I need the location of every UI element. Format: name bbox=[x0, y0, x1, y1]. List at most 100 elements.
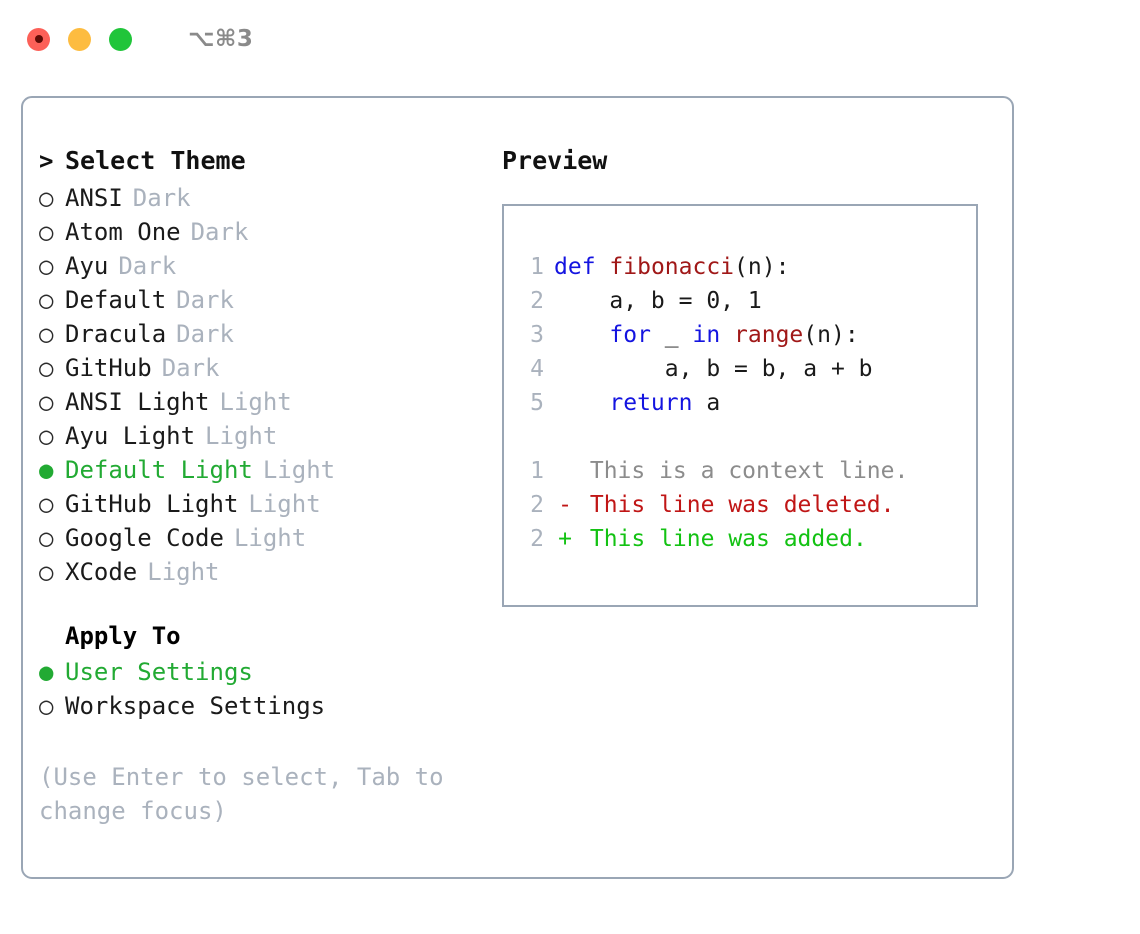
line-number: 2 bbox=[530, 526, 544, 552]
theme-list-item[interactable]: ○ Ayu Light Light bbox=[39, 422, 499, 456]
theme-category-tag: Light bbox=[262, 456, 336, 484]
line-number: 1 bbox=[530, 458, 544, 484]
line-number: 3 bbox=[530, 322, 544, 348]
line-number: 5 bbox=[530, 390, 544, 416]
radio-unselected-icon: ○ bbox=[39, 286, 54, 314]
radio-unselected-icon: ○ bbox=[39, 524, 54, 552]
diff-marker bbox=[554, 454, 576, 488]
apply-to-label: User Settings bbox=[65, 658, 253, 686]
diff-line-added: 2+ This line was added. bbox=[518, 522, 976, 556]
theme-category-tag: Light bbox=[147, 558, 220, 586]
keyboard-shortcut-label: ⌥⌘3 bbox=[188, 26, 254, 52]
maximize-button[interactable] bbox=[109, 27, 132, 51]
keyboard-hint: (Use Enter to select, Tab to change focu… bbox=[39, 763, 459, 825]
code-line: 4 a, b = b, a + b bbox=[518, 352, 976, 386]
theme-category-tag: Light bbox=[219, 388, 292, 416]
code-function: fibonacci bbox=[609, 254, 735, 280]
code-keyword: for bbox=[609, 322, 651, 348]
code-indent bbox=[554, 322, 609, 348]
radio-selected-icon: ● bbox=[39, 456, 54, 484]
code-text: (n): bbox=[803, 322, 859, 348]
apply-to-option[interactable]: ● User Settings bbox=[39, 658, 499, 692]
radio-unselected-icon: ○ bbox=[39, 320, 54, 348]
theme-list-item[interactable]: ○ GitHub Light Light bbox=[39, 490, 499, 524]
code-keyword: def bbox=[554, 254, 596, 280]
theme-name: Atom One bbox=[65, 218, 181, 246]
theme-category-tag: Light bbox=[205, 422, 278, 450]
code-text: (n): bbox=[734, 254, 790, 280]
diff-text: This line was added. bbox=[576, 526, 867, 552]
theme-category-tag: Dark bbox=[132, 184, 191, 212]
radio-selected-icon: ● bbox=[39, 658, 54, 686]
minimize-button[interactable] bbox=[68, 27, 91, 51]
theme-category-tag: Light bbox=[233, 524, 307, 552]
radio-unselected-icon: ○ bbox=[39, 388, 54, 416]
theme-category-tag: Light bbox=[248, 490, 321, 518]
radio-unselected-icon: ○ bbox=[39, 354, 54, 382]
code-text: a bbox=[692, 390, 721, 416]
code-keyword: in bbox=[692, 322, 721, 348]
line-number: 4 bbox=[530, 356, 544, 382]
theme-name: Dracula bbox=[65, 320, 167, 348]
theme-category-tag: Dark bbox=[190, 218, 249, 246]
theme-list-item[interactable]: ○ Ayu Dark bbox=[39, 252, 499, 286]
preview-title: Preview bbox=[502, 146, 608, 175]
code-diff-divider bbox=[518, 420, 976, 454]
code-text: a, b = 0, 1 bbox=[554, 288, 762, 314]
apply-to-header: Apply To bbox=[39, 622, 499, 658]
diff-text: This line was deleted. bbox=[576, 492, 895, 518]
code-line: 2 a, b = 0, 1 bbox=[518, 284, 976, 318]
theme-name: Default Light bbox=[65, 456, 253, 484]
code-text bbox=[720, 322, 734, 348]
radio-unselected-icon: ○ bbox=[39, 252, 54, 280]
window-controls bbox=[27, 27, 132, 51]
line-number: 2 bbox=[530, 492, 544, 518]
line-number: 2 bbox=[530, 288, 544, 314]
diff-marker: - bbox=[558, 492, 572, 518]
theme-list-item[interactable]: ○ Google Code Light bbox=[39, 524, 499, 558]
radio-unselected-icon: ○ bbox=[39, 422, 54, 450]
apply-to-option[interactable]: ○ Workspace Settings bbox=[39, 692, 499, 726]
theme-list-item[interactable]: ○ XCode Light bbox=[39, 558, 499, 592]
diff-line-deleted: 2- This line was deleted. bbox=[518, 488, 976, 522]
apply-to-list: ● User Settings ○ Workspace Settings bbox=[39, 658, 499, 726]
close-button[interactable] bbox=[27, 27, 50, 51]
line-number: 1 bbox=[530, 254, 544, 280]
select-theme-header: > Select Theme bbox=[39, 146, 499, 184]
code-line: 3 for _ in range(n): bbox=[518, 318, 976, 352]
code-text: a, b = b, a + b bbox=[554, 356, 873, 382]
theme-list-item[interactable]: ○ Dracula Dark bbox=[39, 320, 499, 354]
theme-name: ANSI Light bbox=[65, 388, 210, 416]
diff-line-context: 1 This is a context line. bbox=[518, 454, 976, 488]
theme-name: Google Code bbox=[65, 524, 224, 552]
theme-name: Ayu Light bbox=[65, 422, 196, 450]
diff-sample: 1 This is a context line.2- This line wa… bbox=[518, 454, 976, 556]
theme-list-item[interactable]: ● Default Light Light bbox=[39, 456, 499, 490]
theme-category-tag: Dark bbox=[161, 354, 220, 382]
theme-name: Ayu bbox=[65, 252, 109, 280]
radio-unselected-icon: ○ bbox=[39, 184, 54, 212]
radio-unselected-icon: ○ bbox=[39, 558, 54, 586]
code-text: _ bbox=[650, 322, 693, 348]
diff-text: This is a context line. bbox=[576, 458, 909, 484]
theme-list-item[interactable]: ○ ANSI Light Light bbox=[39, 388, 499, 422]
radio-unselected-icon: ○ bbox=[39, 692, 54, 720]
theme-category-tag: Dark bbox=[118, 252, 177, 280]
radio-unselected-icon: ○ bbox=[39, 490, 54, 518]
theme-name: GitHub Light bbox=[65, 490, 239, 518]
window-titlebar: ⌥⌘3 bbox=[0, 0, 1140, 78]
code-line: 5 return a bbox=[518, 386, 976, 420]
select-theme-title: Select Theme bbox=[65, 146, 246, 175]
theme-name: XCode bbox=[65, 558, 138, 586]
radio-unselected-icon: ○ bbox=[39, 218, 54, 246]
theme-category-tag: Dark bbox=[176, 320, 234, 348]
apply-to-label: Workspace Settings bbox=[65, 692, 326, 720]
theme-list-item[interactable]: ○ Atom One Dark bbox=[39, 218, 499, 252]
